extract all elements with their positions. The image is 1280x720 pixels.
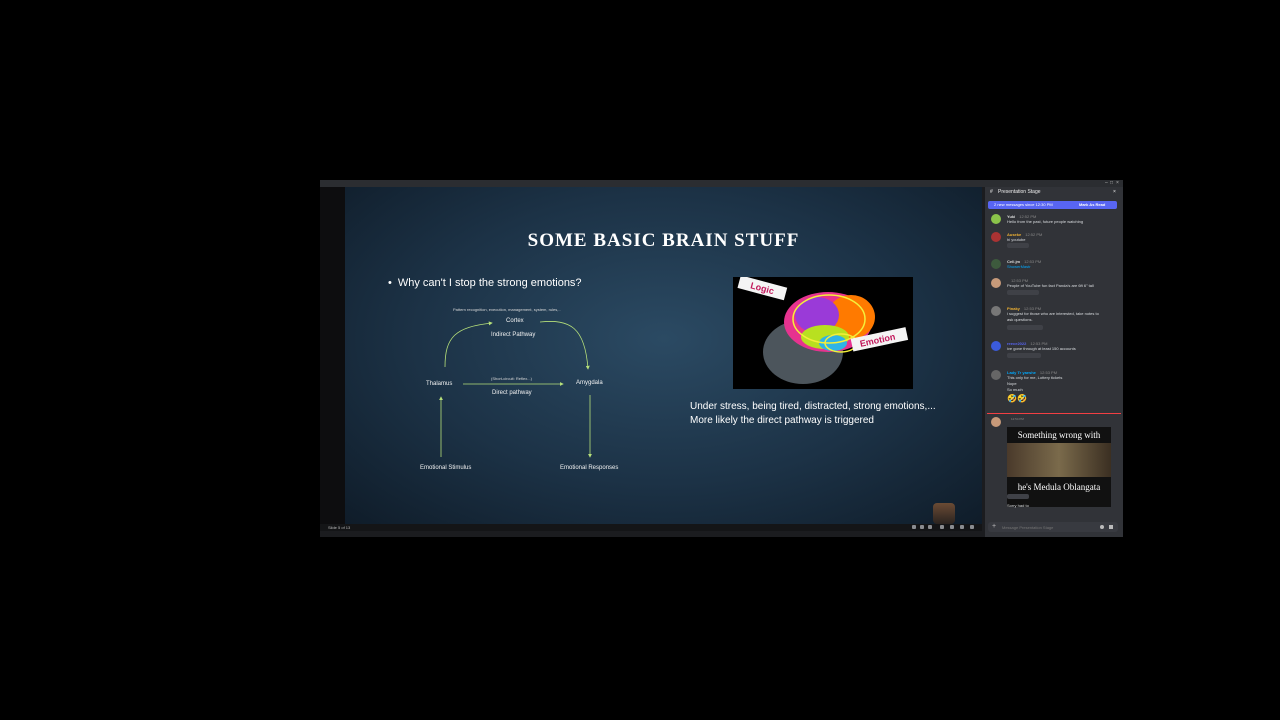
presentation-slide: SOME BASIC BRAIN STUFF • Why can't I stop… (345, 187, 982, 524)
avatar (991, 259, 1001, 269)
add-attachment-icon[interactable]: + (992, 523, 997, 530)
avatar (991, 214, 1001, 224)
close-icon[interactable]: × (1116, 180, 1119, 186)
mention-text[interactable]: ShowerMastr (1007, 264, 1031, 269)
new-messages-banner[interactable]: 2 new messages since 12:30 PM Mark As Re… (988, 201, 1117, 209)
caption-line-1: Under stress, being tired, distracted, s… (690, 401, 936, 412)
message-author[interactable]: 12:54 PM (1011, 417, 1024, 421)
settings-icon[interactable] (928, 525, 932, 529)
title-bar: – □ × (320, 180, 1123, 187)
reaction-pill[interactable] (1007, 243, 1029, 248)
cortex-note: Pattern recognition, execution, manageme… (453, 307, 561, 312)
fullscreen-icon[interactable] (960, 525, 964, 529)
brain-illustration: Logic Emotion (737, 277, 909, 384)
more-icon[interactable] (970, 525, 974, 529)
avatar (991, 341, 1001, 351)
meme-image[interactable]: Something wrong with he's Medula Oblanga… (1007, 427, 1111, 507)
message-text: People of YouTube fun fact Panda's are 6… (1007, 283, 1094, 288)
thalamus-label: Thalamus (426, 381, 453, 387)
message-text: So much (1007, 387, 1023, 392)
emoji-icon[interactable] (1100, 525, 1104, 529)
pause-icon[interactable] (920, 525, 924, 529)
meme-bottom-text: he's Medula Oblangata (1017, 482, 1101, 492)
banner-text: 2 new messages since 12:30 PM (994, 202, 1053, 207)
slide-title: SOME BASIC BRAIN STUFF (527, 230, 800, 251)
avatar (991, 306, 1001, 316)
volume-icon[interactable] (912, 525, 916, 529)
chat-panel: # Presentation Stage × 2 new messages si… (985, 187, 1123, 537)
minimize-icon[interactable]: – (1105, 180, 1108, 186)
chat-message: 12:54 PM Something wrong with he's Medul… (987, 417, 1121, 517)
bullet-icon: • (388, 277, 392, 289)
chat-message: 12:53 PM People of YouTube fun fact Pand… (987, 278, 1121, 298)
reaction-pill[interactable] (1007, 325, 1043, 330)
reaction-pill[interactable] (1007, 494, 1029, 499)
pathway-diagram (439, 321, 592, 458)
message-text: Sorry had to (1007, 503, 1029, 508)
caption-line-2: More likely the direct pathway is trigge… (690, 415, 874, 426)
emotional-responses-label: Emotional Responses (560, 465, 619, 471)
maximize-icon[interactable]: □ (1110, 180, 1114, 186)
slide-caption: Under stress, being tired, distracted, s… (690, 400, 936, 428)
avatar (991, 417, 1001, 427)
message-text: This only for me, Lottery tickets (1007, 375, 1063, 380)
avatar (991, 278, 1001, 288)
short-circuit-label: (Short-circuit: Reflex...) (491, 376, 532, 381)
message-text: Nope (1007, 381, 1017, 386)
meme-top-text: Something wrong with (1017, 430, 1101, 440)
message-input[interactable] (1002, 522, 1092, 532)
message-text: hi youtube (1007, 237, 1026, 242)
thread-icon: # (990, 189, 993, 195)
meme-picture (1007, 443, 1111, 477)
message-text: ask questions. (1007, 317, 1033, 322)
reaction-pill[interactable] (1007, 353, 1041, 358)
avatar (991, 232, 1001, 242)
amygdala-label: Amygdala (576, 380, 603, 386)
mark-as-read-button[interactable]: Mark As Read (1079, 202, 1106, 207)
direct-pathway-label: Direct pathway (492, 390, 532, 396)
emotional-stimulus-label: Emotional Stimulus (420, 465, 472, 471)
slide-bullet: • Why can't I stop the strong emotions? (388, 277, 582, 289)
reaction-pill[interactable] (1007, 290, 1039, 295)
bullet-text: Why can't I stop the strong emotions? (397, 277, 582, 289)
arrow-thalamus-cortex (444, 321, 493, 368)
stage-control-bar: Slide 5 of 13 (320, 524, 982, 531)
app-window: – □ × SOME BASIC BRAIN STUFF • Why can't … (320, 180, 1123, 537)
presenter-video-avatar[interactable] (933, 503, 955, 524)
close-chat-icon[interactable]: × (1113, 189, 1116, 195)
cortex-label: Cortex (506, 318, 524, 324)
arrow-cortex-amygdala (539, 321, 590, 370)
brain-image: Logic Emotion (733, 277, 913, 389)
new-messages-divider (987, 413, 1121, 414)
stage-margin (320, 187, 345, 524)
apps-icon[interactable] (1109, 525, 1113, 529)
page-indicator: Slide 5 of 13 (328, 525, 351, 530)
message-author[interactable]: 12:53 PM (1011, 278, 1029, 283)
indirect-pathway-label: Indirect Pathway (491, 332, 536, 338)
chat-header: # Presentation Stage × (985, 187, 1123, 197)
avatar (991, 370, 1001, 380)
chat-title: Presentation Stage (998, 189, 1041, 195)
message-composer: + (988, 522, 1118, 532)
message-text: ive gone through at least 150 accounts (1007, 346, 1076, 351)
message-text: i suggest for those who are interested, … (1007, 311, 1099, 316)
laughing-emoji-icon: 🤣🤣 (1007, 394, 1027, 403)
popout-icon[interactable] (950, 525, 954, 529)
layout-icon[interactable] (940, 525, 944, 529)
message-text: Hello from the past, future people watch… (1007, 219, 1084, 224)
